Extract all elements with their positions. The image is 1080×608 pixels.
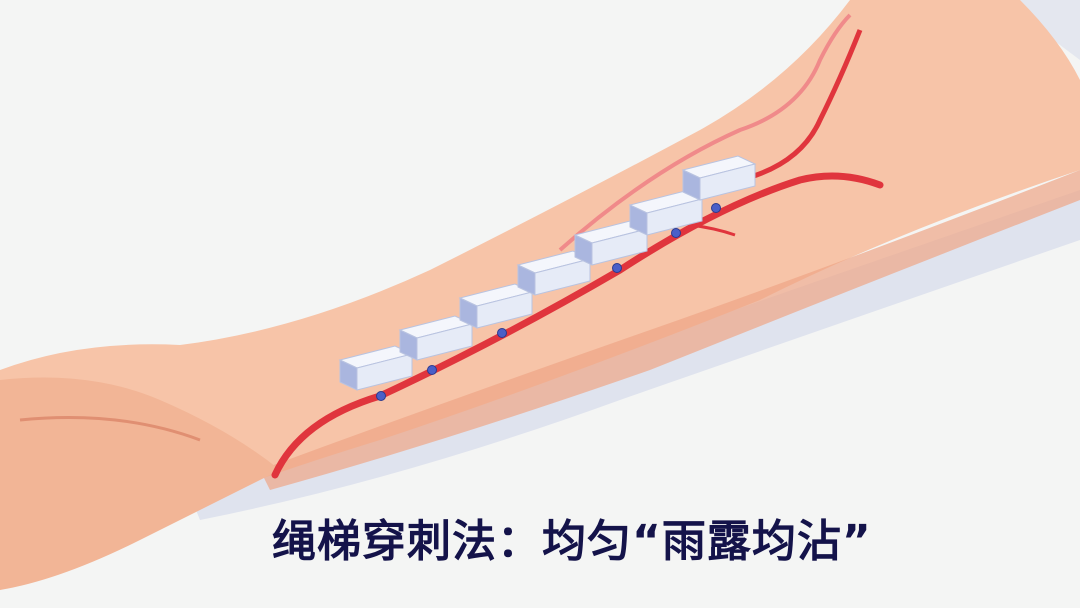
puncture-block bbox=[458, 283, 534, 329]
vein bbox=[271, 172, 884, 479]
puncture-point bbox=[612, 263, 622, 273]
thumb-crease bbox=[19, 416, 201, 442]
puncture-block bbox=[516, 250, 592, 296]
puncture-block bbox=[681, 155, 757, 201]
vein-branch bbox=[558, 13, 852, 252]
vein-branch bbox=[689, 223, 736, 237]
puncture-point bbox=[497, 328, 507, 338]
puncture-block bbox=[398, 315, 474, 361]
puncture-block bbox=[628, 190, 704, 236]
puncture-point bbox=[711, 203, 721, 213]
puncture-point bbox=[427, 365, 437, 375]
hand bbox=[0, 377, 280, 590]
caption-title: 绳梯穿刺法：均匀“雨露均沾” bbox=[272, 516, 872, 567]
puncture-point bbox=[376, 391, 386, 401]
puncture-block bbox=[338, 345, 414, 391]
puncture-point bbox=[671, 228, 681, 238]
forearm-underside bbox=[260, 170, 1080, 490]
vein-branch bbox=[739, 29, 863, 183]
